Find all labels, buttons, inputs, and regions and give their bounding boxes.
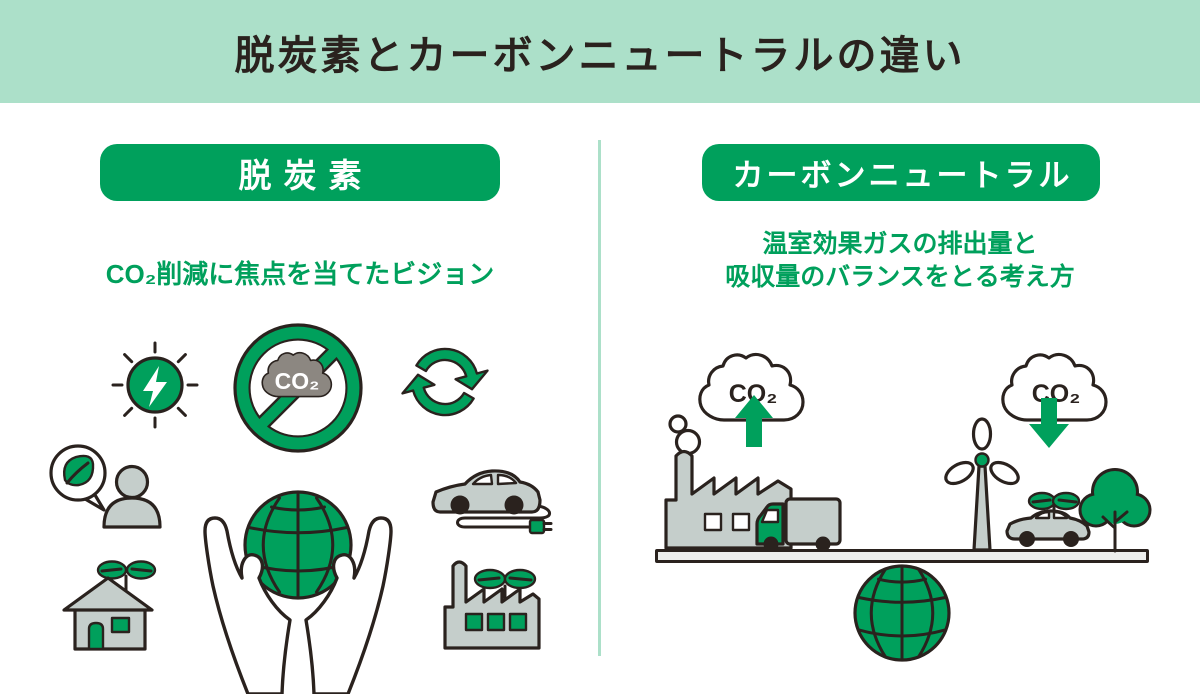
smoke-puff-small: [668, 414, 688, 434]
tree-icon: [1078, 468, 1152, 553]
person-body: [102, 496, 162, 529]
page-title: 脱炭素とカーボンニュートラルの違い: [234, 33, 966, 78]
co2-cloud-icon: [261, 351, 333, 398]
eco-car-icon: [1005, 491, 1091, 547]
truck-icon: [755, 497, 842, 552]
truck-box: [784, 497, 842, 546]
balance-plank: [655, 549, 1149, 563]
decarbonization-heading-pill: 脱炭素: [100, 144, 500, 201]
absorption-cloud-icon: CO₂: [1001, 352, 1108, 422]
carbon-neutral-subtitle: 温室効果ガスの排出量と 吸収量のバランスをとる考え方: [600, 228, 1200, 294]
carbon-neutral-subtitle-line1: 温室効果ガスの排出量と: [762, 230, 1038, 258]
lightning-bolt-icon: [143, 366, 167, 407]
electric-car-icon: [431, 469, 553, 535]
eco-house-icon: [62, 560, 157, 651]
left-hand: [203, 516, 292, 694]
absorption-down-arrow-icon: [1029, 398, 1069, 448]
carbon-neutral-heading: カーボンニュートラル: [732, 158, 1073, 193]
title-band: 脱炭素とカーボンニュートラルの違い: [0, 0, 1200, 103]
recycle-icon: [401, 347, 489, 417]
no-co2-sign-icon: CO₂: [233, 323, 363, 453]
person-head: [114, 464, 150, 500]
no-co2-sign-label: CO₂: [275, 368, 320, 394]
carbon-neutral-heading-pill: カーボンニュートラル: [702, 144, 1100, 201]
panel-divider: [598, 140, 601, 656]
clean-energy-icon: [111, 341, 199, 429]
smoke-puff-large: [674, 428, 702, 456]
balance-globe-icon: [853, 564, 951, 662]
carbon-neutral-subtitle-line2: 吸収量のバランスをとる考え方: [725, 263, 1075, 291]
emission-up-arrow-icon: [735, 395, 773, 447]
turbine-hub: [974, 452, 990, 468]
window: [110, 616, 131, 634]
plug-icon: [528, 518, 546, 535]
turbine-pole: [972, 464, 992, 552]
wind-turbine-icon: [944, 417, 1020, 552]
eco-person-icon: [49, 444, 162, 529]
hands-holding-globe-icon: [203, 490, 393, 694]
roof: [62, 576, 154, 612]
right-hand: [304, 516, 393, 694]
decarbonization-subtitle: CO₂削減に焦点を当てたビジョン: [105, 259, 495, 289]
door: [87, 621, 105, 651]
decarbonization-heading: 脱炭素: [238, 156, 374, 194]
green-factory-icon: [443, 560, 541, 650]
